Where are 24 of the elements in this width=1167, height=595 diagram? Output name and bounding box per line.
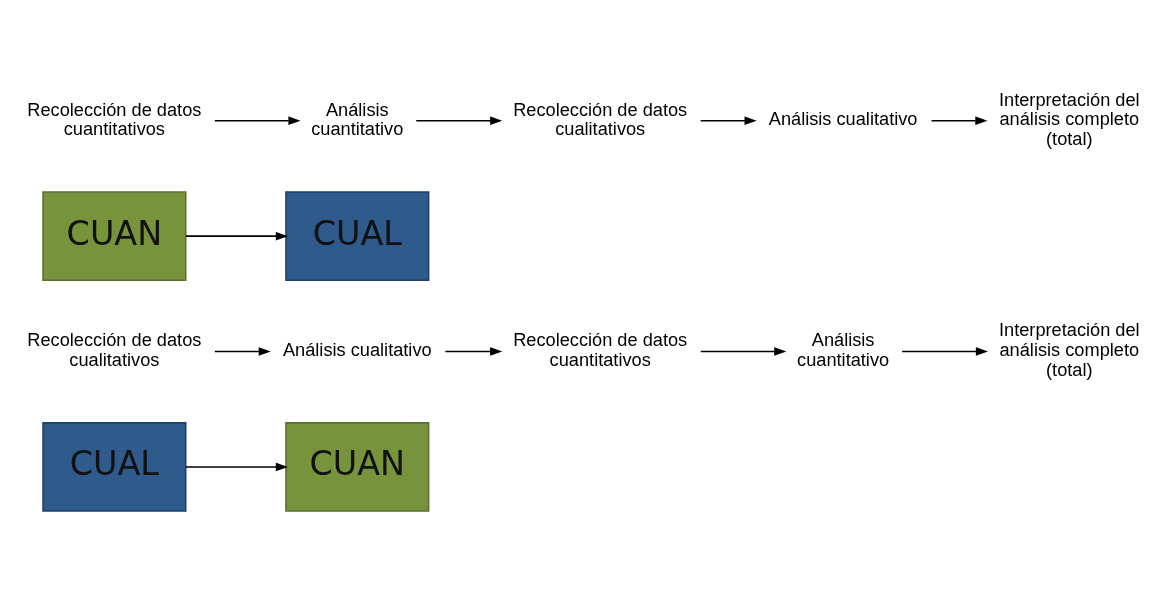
arrow [214,116,301,125]
node-text: Análisis cuantitativo [311,99,404,139]
node-box: CUAN [285,421,430,512]
node-text: Análisis cualitativo [768,108,918,129]
node-text: Recolección de datos cuantitativos [27,99,202,139]
node-text: Recolección de datos cuantitativos [513,329,688,370]
node-text: Análisis cuantitativo [797,329,890,370]
arrow [901,346,989,356]
node-box: CUAL [42,421,187,512]
arrow [444,346,503,356]
arrow [930,116,988,125]
arrow [185,231,288,240]
node-text: Recolección de datos cualitativos [513,99,688,139]
arrow [699,346,787,356]
node-text: Interpretación del análisis completo (total) [998,89,1140,149]
arrow [214,346,271,356]
node-box: CUAN [42,190,187,281]
node-text: Recolección de datos cualitativos [27,329,202,370]
arrow [185,462,288,471]
arrow [415,116,503,125]
arrow [699,116,757,125]
node-text: Interpretación del análisis completo (total) [998,319,1140,380]
node-text: Análisis cualitativo [282,339,432,360]
node-box: CUAL [285,190,430,281]
